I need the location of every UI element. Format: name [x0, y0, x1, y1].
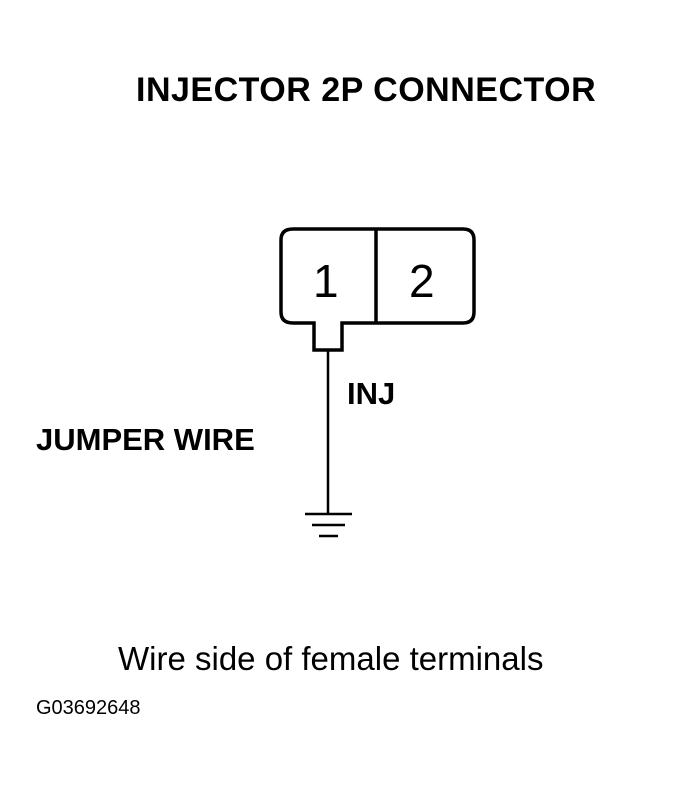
connector-outline [279, 227, 476, 352]
jumper-wire-label: JUMPER WIRE [36, 422, 255, 457]
diagram-title: INJECTOR 2P CONNECTOR [136, 71, 597, 109]
figure-id: G03692648 [36, 697, 141, 719]
pin-2-label: 2 [409, 255, 435, 307]
pin-1-label: 1 [313, 255, 339, 307]
figure-caption: Wire side of female terminals [118, 640, 544, 677]
inj-wire-label: INJ [347, 376, 396, 411]
ground-symbol-icon [305, 512, 352, 538]
